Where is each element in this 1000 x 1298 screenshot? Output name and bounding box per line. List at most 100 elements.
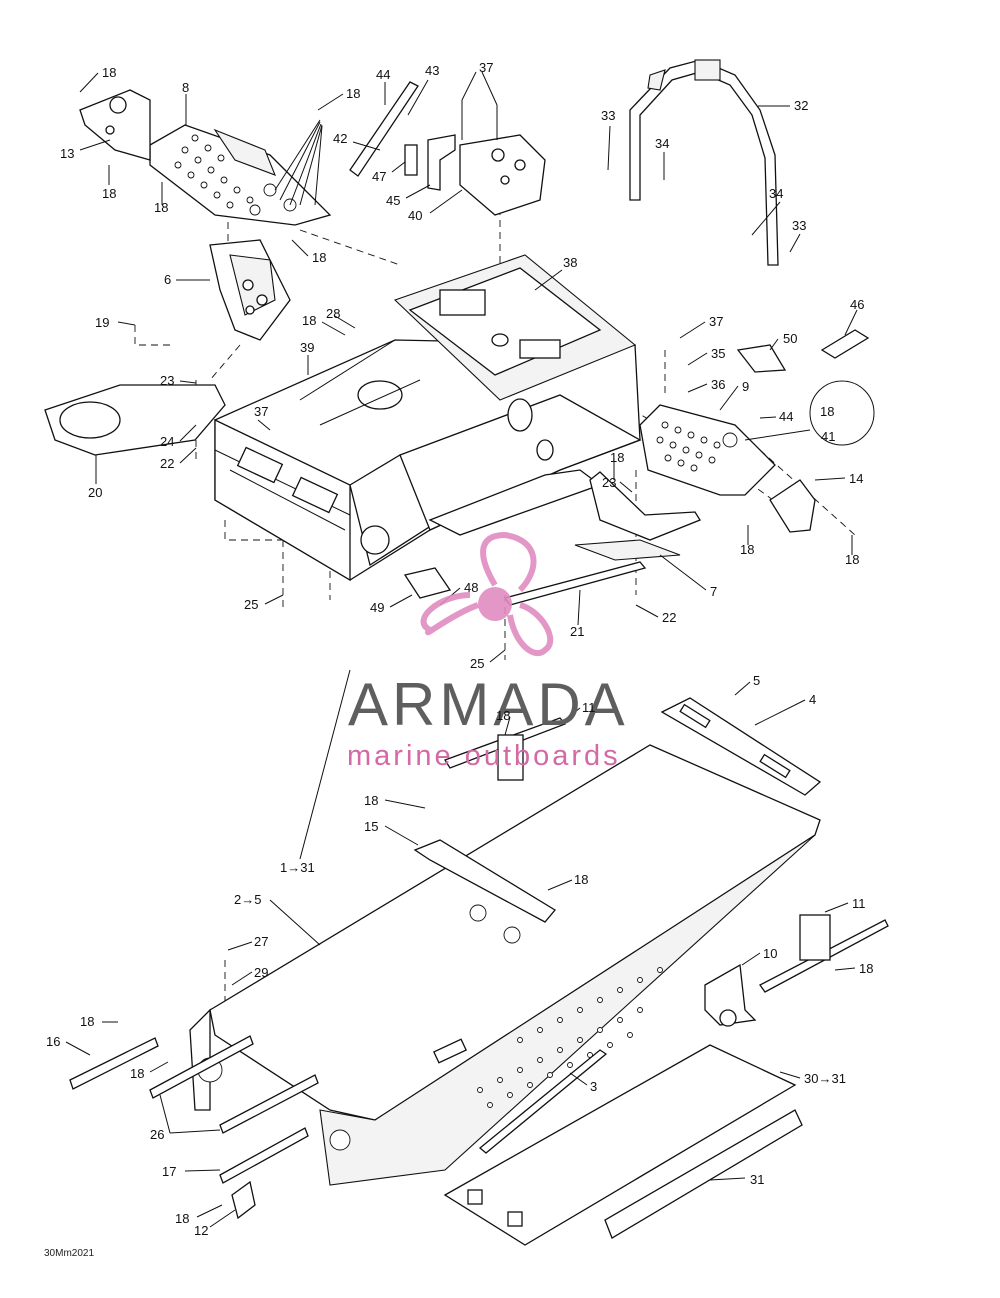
callouts: 18 8 13 18 18 44 43 18 37 42 47 45 40 18…: [46, 60, 873, 1238]
callout-11: 11: [582, 700, 596, 715]
part-42-43-strap: [349, 81, 419, 177]
callout-31: 31: [750, 1172, 764, 1187]
propeller-hub: [478, 587, 512, 621]
part-46-50-clips: [736, 329, 870, 373]
part-8-plate: [149, 119, 332, 226]
callout-23: 23: [160, 373, 174, 388]
callout-35: 35: [711, 346, 725, 361]
callout-18: 18: [859, 961, 873, 976]
armada-watermark: ARMADA marine outboards: [347, 531, 629, 772]
callout-25: 25: [470, 656, 484, 671]
part-41-detail-circle: [744, 380, 875, 446]
callout-3: 3: [590, 1079, 597, 1094]
callout-34: 34: [769, 186, 783, 201]
callout-18: 18: [102, 186, 116, 201]
callout-23: 23: [602, 475, 616, 490]
callout-43: 43: [425, 63, 439, 78]
callout-41: 41: [821, 429, 835, 444]
callout-18: 18: [80, 1014, 94, 1029]
callout-14: 14: [849, 471, 863, 486]
callout-33: 33: [792, 218, 806, 233]
callout-33: 33: [601, 108, 615, 123]
part-32-handle: [629, 59, 779, 266]
callout-21: 21: [570, 624, 584, 639]
callout-5: 5: [753, 673, 760, 688]
callout-18: 18: [346, 86, 360, 101]
part-15-rail: [413, 839, 556, 923]
callout-45: 45: [386, 193, 400, 208]
part-4-plate: [660, 697, 822, 796]
part-16-17-26-rails: [69, 1035, 319, 1184]
callout-36: 36: [711, 377, 725, 392]
propeller-blade-left: [420, 592, 480, 636]
callout-15: 15: [364, 819, 378, 834]
callout-18: 18: [302, 313, 316, 328]
callout-26: 26: [150, 1127, 164, 1142]
watermark-brand: ARMADA: [348, 671, 629, 738]
part-13-bracket: [79, 89, 151, 161]
callout-18: 18: [610, 450, 624, 465]
part-45-47-brackets: [404, 134, 456, 191]
callout-18: 18: [364, 793, 378, 808]
callout-12: 12: [194, 1223, 208, 1238]
callout-37: 37: [254, 404, 268, 419]
callout-37: 37: [479, 60, 493, 75]
callout-22: 22: [160, 456, 174, 471]
callout-18: 18: [130, 1066, 144, 1081]
part-49-bracket: [403, 567, 452, 599]
callout-18: 18: [820, 404, 834, 419]
callout-27: 27: [254, 934, 268, 949]
body-assembly: [214, 254, 642, 582]
callout-49: 49: [370, 600, 384, 615]
propeller-logo: [420, 531, 554, 657]
callout-13: 13: [60, 146, 74, 161]
drawing-code: 30Mm2021: [44, 1248, 94, 1259]
callout-18: 18: [740, 542, 754, 557]
callout-18: 18: [154, 200, 168, 215]
part-7-bracket: [574, 471, 701, 561]
callout-29: 29: [254, 965, 268, 980]
callout-7: 7: [710, 584, 717, 599]
part-12-bracket: [231, 1180, 256, 1220]
callout-44: 44: [779, 409, 793, 424]
callout-1-31: 1→31: [280, 860, 315, 875]
part-11-brackets: [444, 717, 889, 993]
callout-11: 11: [852, 896, 866, 911]
callout-10: 10: [763, 946, 777, 961]
callout-48: 48: [464, 580, 478, 595]
callout-25: 25: [244, 597, 258, 612]
part-10-bracket: [704, 963, 757, 1027]
part-40-bracket: [459, 100, 546, 216]
leader-lines: [65, 71, 858, 1228]
callout-38: 38: [563, 255, 577, 270]
callout-18: 18: [175, 1211, 189, 1226]
callout-20: 20: [88, 485, 102, 500]
callout-16: 16: [46, 1034, 60, 1049]
callout-4: 4: [809, 692, 816, 707]
callout-8: 8: [182, 80, 189, 95]
callout-42: 42: [333, 131, 347, 146]
callout-28: 28: [326, 306, 340, 321]
callout-34: 34: [655, 136, 669, 151]
callout-18: 18: [312, 250, 326, 265]
callout-40: 40: [408, 208, 422, 223]
callout-18: 18: [496, 708, 510, 723]
part-9-plate: [639, 404, 776, 496]
part-6-bracket: [209, 239, 291, 341]
callout-39: 39: [300, 340, 314, 355]
callout-17: 17: [162, 1164, 176, 1179]
callout-18: 18: [102, 65, 116, 80]
callout-19: 19: [95, 315, 109, 330]
callout-32: 32: [794, 98, 808, 113]
callout-9: 9: [742, 379, 749, 394]
callout-44: 44: [376, 67, 390, 82]
part-14-bracket: [769, 479, 816, 533]
callout-6: 6: [164, 272, 171, 287]
callout-46: 46: [850, 297, 864, 312]
callout-24: 24: [160, 434, 174, 449]
callout-50: 50: [783, 331, 797, 346]
callout-37: 37: [709, 314, 723, 329]
lower-frame-tunnel: [189, 744, 821, 1186]
callout-22: 22: [662, 610, 676, 625]
